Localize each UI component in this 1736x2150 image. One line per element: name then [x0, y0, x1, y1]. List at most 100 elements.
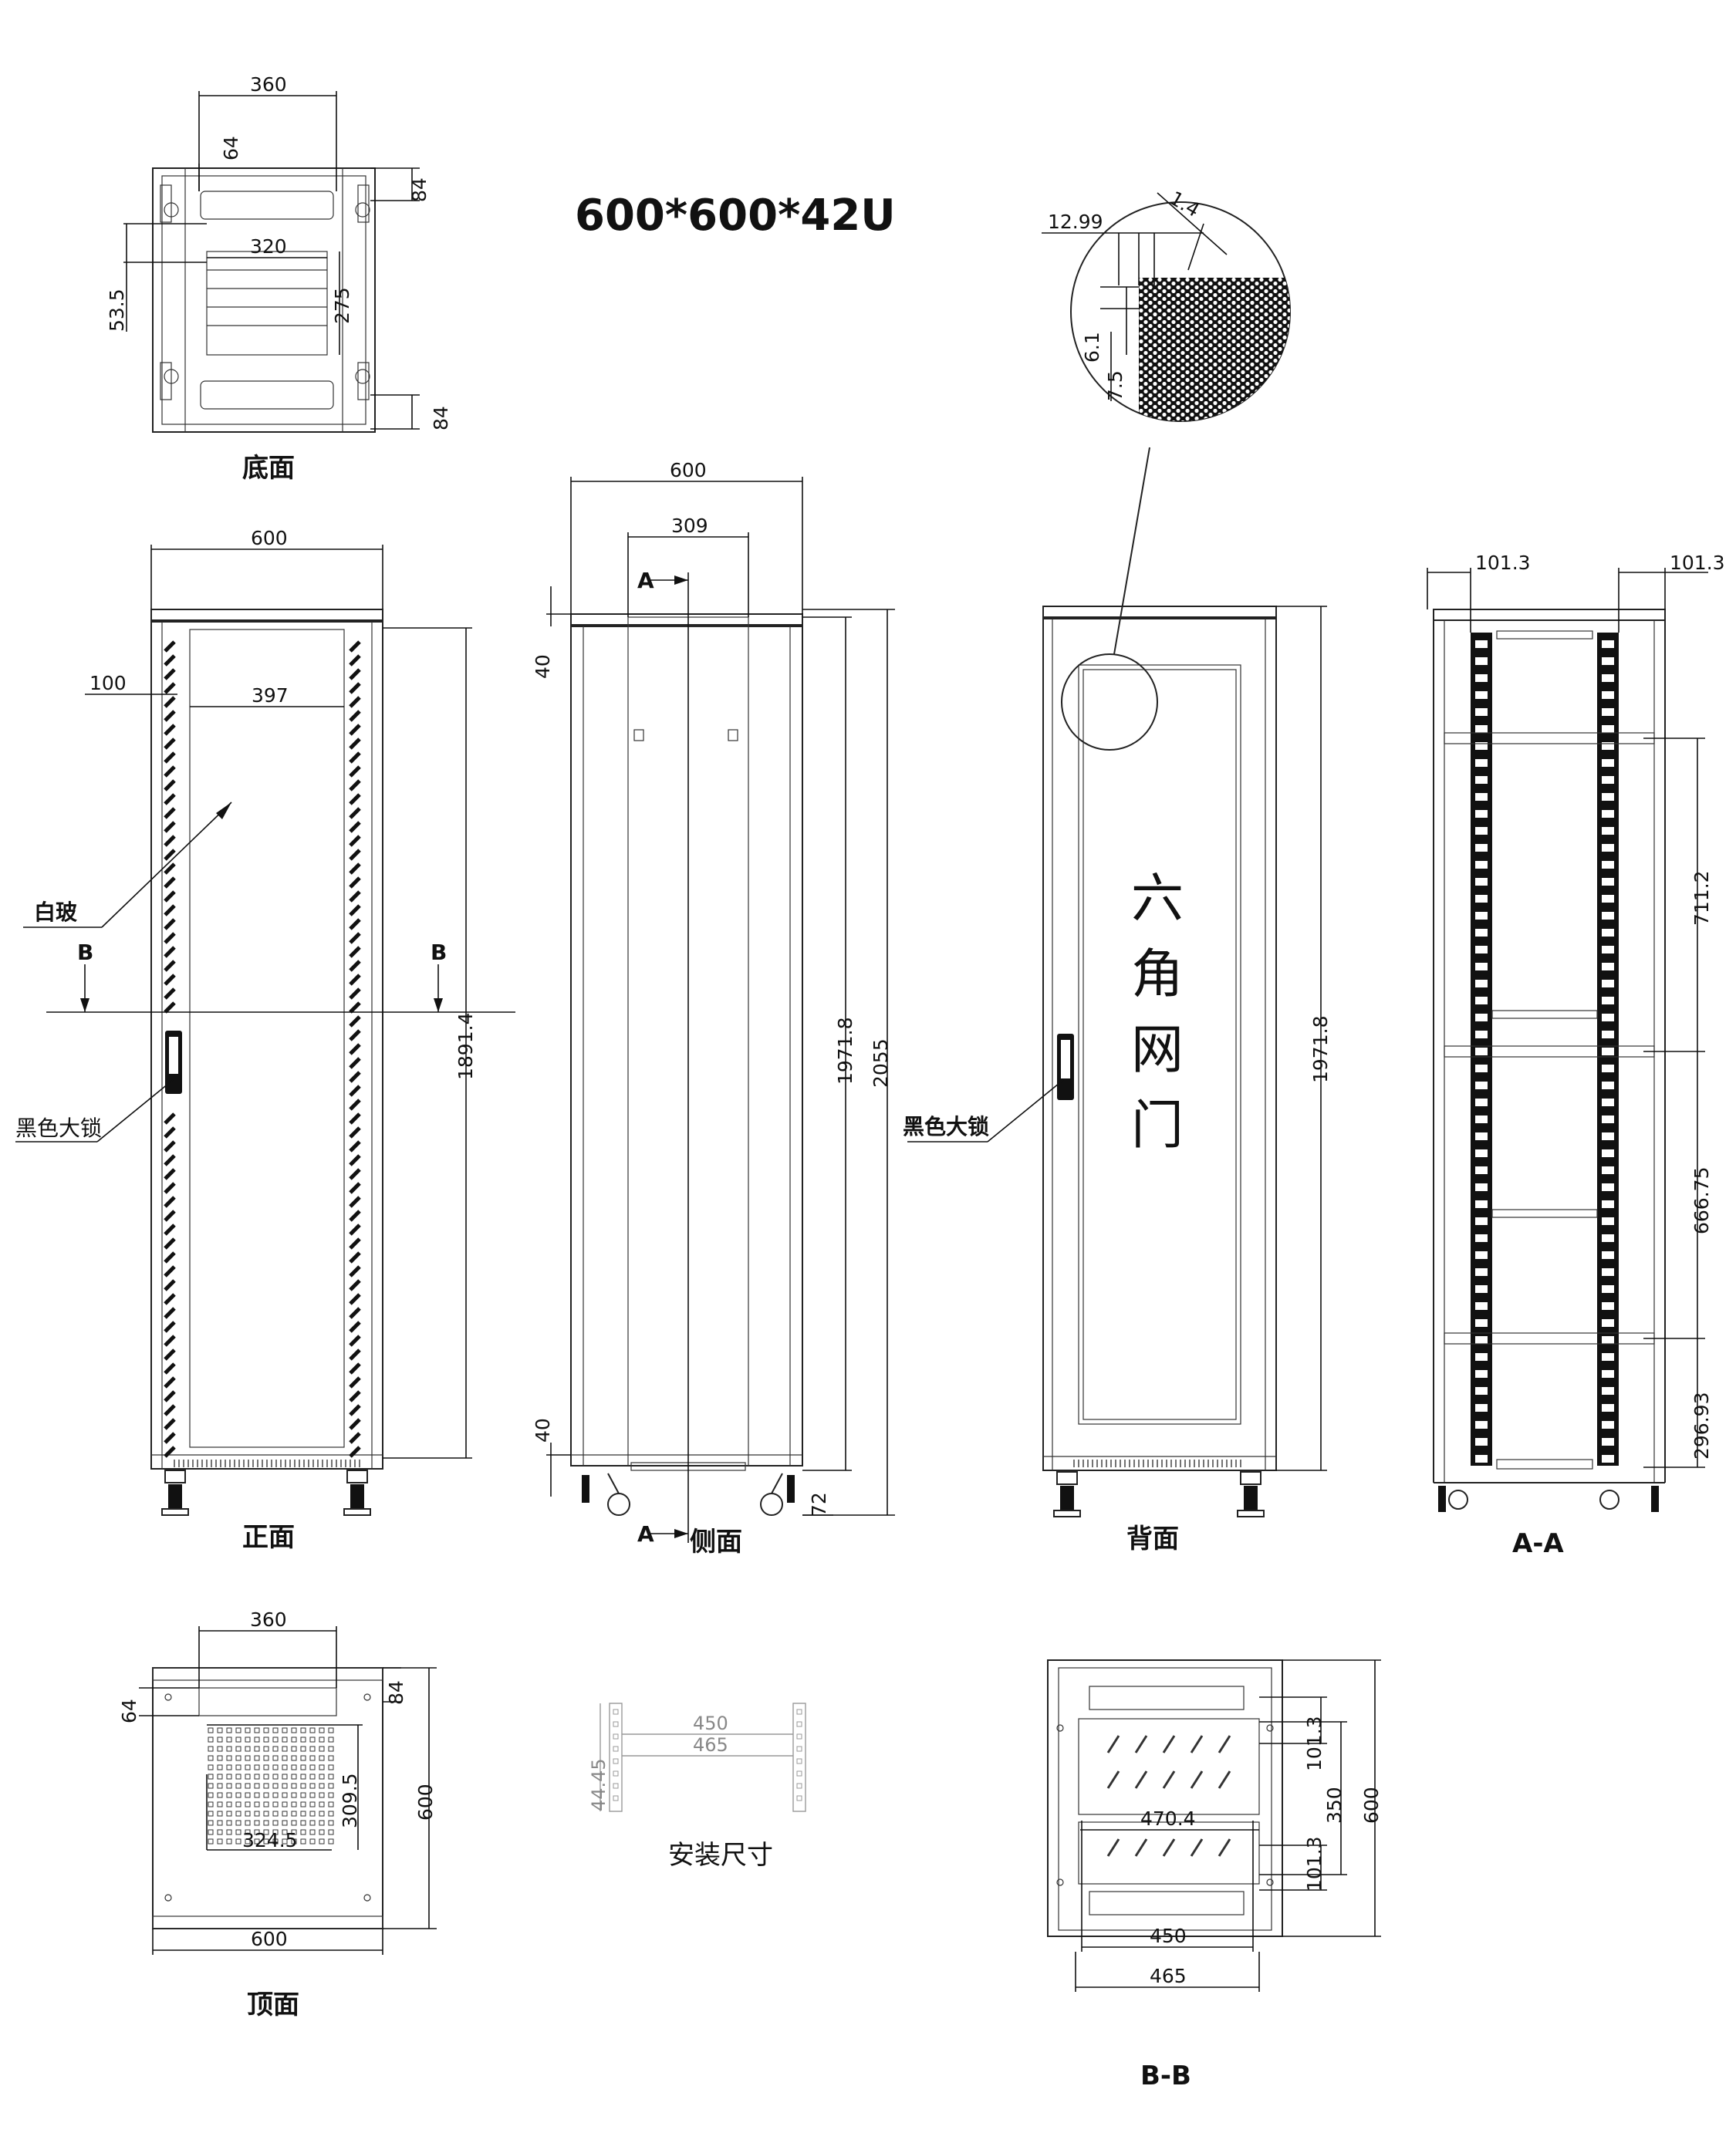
install-label: 安装尺寸	[668, 1840, 773, 1871]
perforation	[291, 1820, 297, 1826]
rail-hole	[1475, 997, 1488, 1004]
front-vent-left	[164, 640, 176, 1458]
rail-hole	[1602, 1353, 1614, 1361]
rail-hole	[1475, 1455, 1488, 1463]
perforation	[263, 1811, 269, 1817]
vent-slot	[164, 849, 176, 861]
perforation	[254, 1820, 260, 1826]
vent-slot	[164, 654, 176, 667]
install-hole	[613, 1783, 619, 1789]
install-hole	[796, 1770, 802, 1777]
perforation	[291, 1811, 297, 1817]
rail-hole	[1475, 691, 1488, 699]
vent-slot	[164, 987, 176, 1000]
vent-slot	[164, 640, 176, 653]
perforation	[217, 1811, 223, 1817]
perforation	[235, 1838, 241, 1845]
vent-slot	[349, 1154, 361, 1166]
vent-slot	[164, 682, 176, 694]
vent-slot	[349, 960, 361, 972]
rail-hole	[1475, 657, 1488, 665]
bb-slot	[1190, 1735, 1204, 1753]
perforation	[226, 1746, 232, 1752]
perforation	[300, 1820, 306, 1826]
perforation	[235, 1820, 241, 1826]
side-section-a-bottom: A	[637, 1521, 654, 1547]
perforation	[226, 1737, 232, 1743]
vent-slot	[349, 737, 361, 750]
perforation	[319, 1838, 325, 1845]
vent-slot	[164, 1432, 176, 1444]
rail-hole	[1475, 810, 1488, 818]
back-door-text-1: 六	[1131, 869, 1184, 930]
perforation	[272, 1774, 279, 1780]
vent-slot	[349, 1279, 361, 1291]
detail-dim-1-4: 1.4	[1166, 187, 1204, 221]
rail-hole	[1602, 1116, 1614, 1123]
front-section-b-right: B	[431, 940, 447, 965]
front-dim-397: 397	[252, 684, 289, 707]
vent-slot	[164, 1335, 176, 1347]
vent-slot	[164, 1376, 176, 1389]
bottom-dim-84-top-value: 84	[408, 177, 431, 202]
install-hole	[613, 1746, 619, 1752]
vent-slot	[349, 710, 361, 722]
vent-slot	[349, 849, 361, 861]
perforation	[300, 1811, 306, 1817]
perforation	[245, 1838, 251, 1845]
back-view-label: 背面	[1126, 1524, 1179, 1554]
vent-slot	[164, 1348, 176, 1361]
perforation	[309, 1801, 316, 1807]
vent-slot	[349, 1418, 361, 1430]
perforation	[272, 1792, 279, 1798]
top-dim-64: 64	[118, 1699, 140, 1723]
bottom-view-label: 底面	[242, 453, 295, 484]
vent-slot	[164, 1418, 176, 1430]
rail-hole	[1602, 1048, 1614, 1055]
vent-slot	[349, 1112, 361, 1125]
perforation	[245, 1792, 251, 1798]
rail-hole	[1602, 1387, 1614, 1395]
rail-hole	[1475, 1200, 1488, 1208]
vent-slot	[349, 890, 361, 903]
perforation	[254, 1783, 260, 1789]
vent-slot	[164, 1182, 176, 1194]
perforation	[328, 1801, 334, 1807]
section-bb-label: B-B	[1140, 2061, 1191, 2091]
vent-slot	[164, 1237, 176, 1250]
perforation	[245, 1737, 251, 1743]
rail-hole	[1602, 725, 1614, 733]
rail-hole	[1475, 674, 1488, 682]
install-hole	[796, 1746, 802, 1752]
perforation	[217, 1755, 223, 1761]
section-bb-slots	[1106, 1735, 1231, 1857]
vent-slot	[349, 668, 361, 680]
rail-hole	[1475, 1048, 1488, 1055]
rail-hole	[1602, 708, 1614, 716]
perforation	[328, 1811, 334, 1817]
rail-hole	[1602, 640, 1614, 648]
perforation	[272, 1838, 279, 1845]
rail-hole	[1475, 1336, 1488, 1344]
perforation	[282, 1727, 288, 1733]
perforation	[254, 1737, 260, 1743]
vent-slot	[164, 751, 176, 764]
side-view-label: 侧面	[690, 1527, 742, 1558]
perforation	[319, 1755, 325, 1761]
vent-slot	[164, 862, 176, 875]
perforation	[309, 1755, 316, 1761]
front-dim-100: 100	[90, 672, 127, 694]
vent-slot	[164, 890, 176, 903]
bottom-view: 360 64 84 320 53.5 275 84 底面	[106, 73, 452, 484]
perforation	[245, 1746, 251, 1752]
vent-slot	[349, 876, 361, 889]
detail-dim-12-99: 12.99	[1048, 211, 1103, 233]
rail-hole	[1602, 963, 1614, 970]
perforation	[300, 1829, 306, 1835]
rail-hole	[1602, 1014, 1614, 1021]
rail-hole	[1602, 674, 1614, 682]
vent-slot	[349, 862, 361, 875]
install-hole	[796, 1795, 802, 1801]
perforation	[235, 1774, 241, 1780]
vent-slot	[349, 1015, 361, 1028]
